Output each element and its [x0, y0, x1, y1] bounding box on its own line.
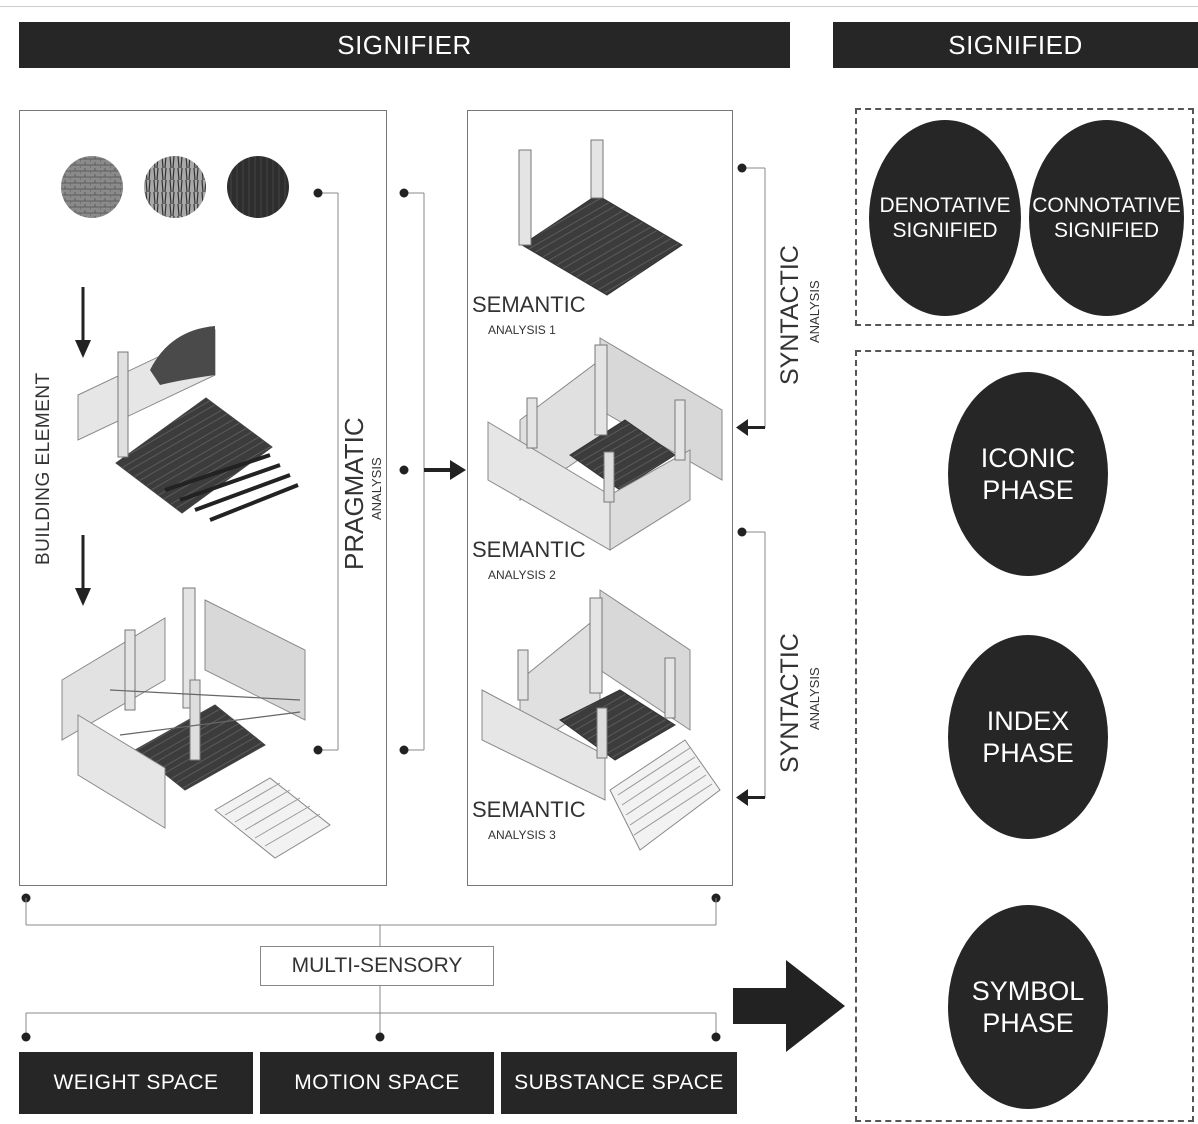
- connotative-line-2: SIGNIFIED: [1053, 219, 1159, 242]
- building-element-drawing-2: [61, 587, 331, 859]
- index-phase-circle: INDEX PHASE: [948, 635, 1108, 839]
- brick-texture-circle: [61, 156, 123, 218]
- iconic-line-2: PHASE: [982, 475, 1074, 505]
- semantic-title-1: SEMANTIC: [472, 292, 586, 317]
- weight-space-label: WEIGHT SPACE: [53, 1071, 219, 1094]
- denotative-signified-circle: DENOTATIVE SIGNIFIED: [869, 120, 1021, 316]
- symbol-phase-circle: SYMBOL PHASE: [948, 905, 1108, 1109]
- iconic-line-1: ICONIC: [980, 442, 1076, 473]
- syntactic-subtitle-2: ANALYSIS: [807, 667, 822, 730]
- building-element-drawing-1: [77, 326, 299, 522]
- motion-space-label: MOTION SPACE: [294, 1071, 460, 1094]
- signified-types-box: [855, 108, 1194, 326]
- signified-header-label: SIGNIFIED: [948, 29, 1083, 60]
- motion-space-bar: MOTION SPACE: [260, 1052, 494, 1114]
- syntactic-subtitle-1: ANALYSIS: [807, 280, 822, 343]
- top-rule: [0, 6, 1198, 7]
- semantic-title-3: SEMANTIC: [472, 797, 586, 822]
- signified-phases-box: [855, 350, 1194, 1122]
- semantic-subtitle-2: ANALYSIS 2: [488, 568, 556, 582]
- semantic-drawing-2: [487, 337, 723, 551]
- pragmatic-title: PRAGMATIC: [339, 417, 369, 570]
- substance-space-label: SUBSTANCE SPACE: [514, 1071, 724, 1094]
- index-line-1: INDEX: [986, 705, 1070, 736]
- bark-texture-circle: [144, 156, 206, 218]
- connotative-signified-circle: CONNOTATIVE SIGNIFIED: [1029, 120, 1184, 316]
- syntactic-title-1: SYNTACTIC: [776, 245, 804, 385]
- substance-space-bar: SUBSTANCE SPACE: [501, 1052, 737, 1114]
- connotative-line-1: CONNOTATIVE: [1032, 193, 1181, 217]
- symbol-line-1: SYMBOL: [971, 975, 1085, 1006]
- big-right-arrow: [733, 960, 845, 1052]
- denotative-line-1: DENOTATIVE: [879, 193, 1011, 217]
- symbol-line-2: PHASE: [982, 1008, 1074, 1038]
- signified-header: SIGNIFIED: [833, 22, 1198, 68]
- syntactic-title-2: SYNTACTIC: [776, 633, 804, 773]
- index-line-2: PHASE: [982, 738, 1074, 768]
- multi-sensory-label: MULTI-SENSORY: [291, 954, 463, 977]
- syntactic-arrows: [736, 419, 765, 806]
- semantic-title-2: SEMANTIC: [472, 537, 586, 562]
- pragmatic-to-semantic-arrow: [424, 460, 466, 480]
- multi-sensory-brackets: [21, 893, 721, 1042]
- weight-space-bar: WEIGHT SPACE: [19, 1052, 253, 1114]
- multi-sensory-box: MULTI-SENSORY: [260, 946, 494, 986]
- denotative-line-2: SIGNIFIED: [892, 219, 998, 242]
- semantic-drawing-3: [481, 589, 721, 851]
- dark-texture-circle: [227, 156, 289, 218]
- semantic-drawing-1: [518, 139, 683, 296]
- semantic-subtitle-3: ANALYSIS 3: [488, 828, 556, 842]
- semantic-subtitle-1: ANALYSIS 1: [488, 323, 556, 337]
- iconic-phase-circle: ICONIC PHASE: [948, 372, 1108, 576]
- signifier-header-label: SIGNIFIER: [337, 29, 472, 60]
- down-arrows: [75, 287, 91, 606]
- building-element-label: BUILDING ELEMENT: [33, 372, 54, 565]
- texture-samples: [61, 156, 289, 218]
- pragmatic-subtitle: ANALYSIS: [369, 457, 384, 520]
- signifier-header: SIGNIFIER: [19, 22, 790, 68]
- syntactic-brackets: [737, 163, 766, 798]
